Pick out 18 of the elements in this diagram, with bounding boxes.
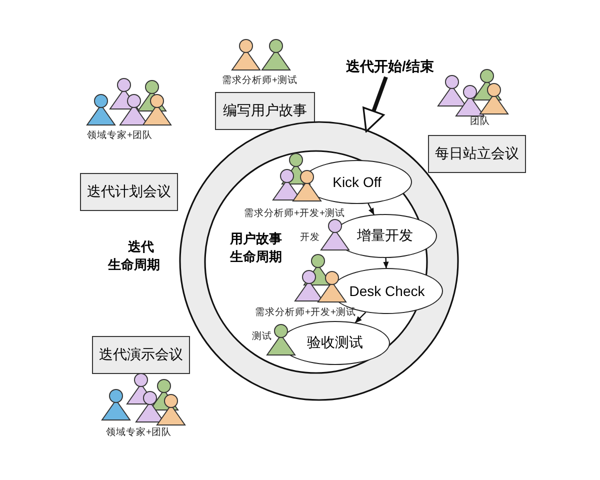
cycle-label: 迭代生命周期: [108, 238, 160, 274]
role-label: 领域专家+团队: [87, 129, 153, 142]
meeting-box: 迭代演示会议: [92, 336, 190, 374]
cycle-label: 用户故事生命周期: [228, 230, 283, 266]
role-label: 开发: [300, 231, 320, 244]
meeting-box: 迭代计划会议: [80, 173, 178, 211]
role-label: 测试: [252, 330, 272, 343]
block-arrow: [362, 76, 388, 132]
role-label: 需求分析师+测试: [222, 74, 298, 87]
heading-text: 迭代开始/结束: [342, 55, 438, 77]
role-label: 领域专家+团队: [106, 426, 172, 439]
meeting-box: 编写用户故事: [215, 92, 315, 130]
arrow: [368, 203, 374, 216]
arrow: [383, 258, 389, 269]
role-label: 需求分析师+开发+测试: [255, 306, 356, 319]
role-label: 团队: [470, 115, 490, 128]
arrow: [354, 312, 366, 324]
meeting-box: 每日站立会议: [428, 135, 526, 173]
